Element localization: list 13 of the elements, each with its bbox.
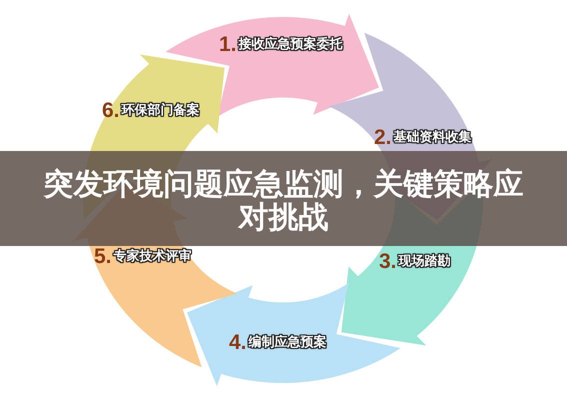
step-number: 1. xyxy=(219,33,237,57)
step-number: 2. xyxy=(374,126,392,150)
step-number: 5. xyxy=(94,245,112,269)
step-label: 编制应急预案 xyxy=(248,335,327,351)
title-text: 突发环境问题应急监测，关键策略应对挑战 xyxy=(42,168,524,234)
step-number: 4. xyxy=(229,331,247,355)
step-label: 现场踏勘 xyxy=(398,254,451,270)
cycle-arrow-segment xyxy=(186,282,401,387)
step-label: 基础资料收集 xyxy=(394,130,472,146)
step-label: 环保部门备案 xyxy=(122,103,200,119)
step-label: 接收应急预案委托 xyxy=(238,37,343,53)
step-number: 3. xyxy=(379,250,397,274)
step-label: 专家技术评审 xyxy=(114,249,192,265)
